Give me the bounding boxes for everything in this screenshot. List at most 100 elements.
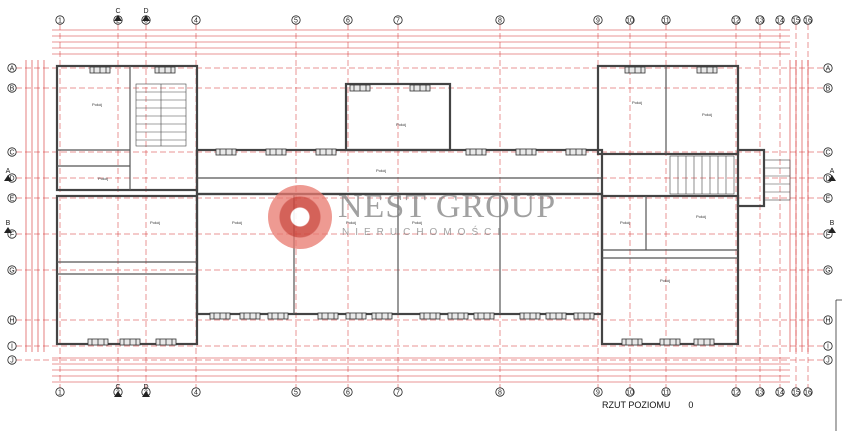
window-radiator (545, 312, 567, 320)
window-radiator (265, 148, 287, 156)
svg-text:14: 14 (776, 17, 784, 24)
row-bubble-left: J (7, 355, 17, 365)
column-axis-bubbles-top: 12345678910111213141516 (55, 15, 813, 25)
window-radiator (267, 312, 289, 320)
window-radiators (87, 66, 718, 346)
svg-text:4: 4 (194, 17, 198, 24)
window-radiator (565, 148, 587, 156)
svg-text:1: 1 (58, 17, 62, 24)
row-bubble-right: B (823, 83, 833, 93)
column-bubble-top: 13 (755, 15, 765, 25)
window-radiator (621, 338, 643, 346)
svg-text:G: G (825, 267, 830, 274)
room-label: Pokój (376, 168, 386, 173)
window-radiator (349, 84, 371, 92)
window-radiator (87, 338, 109, 346)
svg-text:A: A (830, 168, 835, 175)
svg-text:C: C (115, 384, 120, 391)
row-bubble-right: J (823, 355, 833, 365)
column-bubble-bottom: 6 (343, 387, 353, 397)
column-bubble-bottom: 5 (291, 387, 301, 397)
section-mark: B (828, 220, 836, 233)
window-radiator (465, 148, 487, 156)
row-bubble-right: C (823, 147, 833, 157)
column-bubble-bottom: 1 (55, 387, 65, 397)
window-radiator (119, 338, 141, 346)
svg-text:E: E (10, 195, 15, 202)
svg-text:12: 12 (732, 17, 740, 24)
window-radiator (239, 312, 261, 320)
svg-text:12: 12 (732, 389, 740, 396)
row-bubble-left: H (7, 315, 17, 325)
svg-text:B: B (10, 85, 15, 92)
column-bubble-top: 9 (593, 15, 603, 25)
svg-text:1: 1 (58, 389, 62, 396)
svg-text:13: 13 (756, 389, 764, 396)
column-bubble-top: 10 (625, 15, 635, 25)
room-label: Pokój (92, 102, 102, 107)
column-bubble-top: 6 (343, 15, 353, 25)
section-mark: D (142, 384, 150, 397)
title-block (835, 299, 842, 431)
svg-text:D: D (825, 175, 830, 182)
svg-text:D: D (9, 175, 14, 182)
column-bubble-bottom: 12 (731, 387, 741, 397)
window-radiator (345, 312, 367, 320)
svg-text:6: 6 (346, 17, 350, 24)
column-bubble-top: 12 (731, 15, 741, 25)
window-radiator (519, 312, 541, 320)
row-bubble-left: B (7, 83, 17, 93)
column-bubble-bottom: 8 (495, 387, 505, 397)
svg-text:D: D (143, 384, 148, 391)
row-bubble-right: G (823, 265, 833, 275)
svg-text:7: 7 (396, 389, 400, 396)
column-bubble-top: 8 (495, 15, 505, 25)
row-bubble-left: I (7, 341, 17, 351)
room-label: Pokój (346, 220, 356, 225)
svg-text:5: 5 (294, 17, 298, 24)
row-bubble-right: H (823, 315, 833, 325)
window-radiator (659, 338, 681, 346)
svg-text:14: 14 (776, 389, 784, 396)
column-bubble-bottom: 13 (755, 387, 765, 397)
window-radiator (89, 66, 111, 74)
svg-text:4: 4 (194, 389, 198, 396)
brand-logo-icon (268, 185, 332, 249)
column-bubble-top: 4 (191, 15, 201, 25)
svg-text:13: 13 (756, 17, 764, 24)
svg-text:J: J (826, 357, 830, 364)
svg-text:9: 9 (596, 17, 600, 24)
room-label: Pokój (620, 220, 630, 225)
room-label: Pokój (232, 220, 242, 225)
svg-text:15: 15 (792, 389, 800, 396)
svg-text:10: 10 (626, 17, 634, 24)
svg-text:10: 10 (626, 389, 634, 396)
section-marks: A A B B C C D D (4, 8, 836, 397)
row-bubble-left: A (7, 63, 17, 73)
room-label: Pokój (702, 112, 712, 117)
column-bubble-top: 16 (803, 15, 813, 25)
caption-level: 0 (688, 400, 694, 410)
room-label: Pokój (660, 278, 670, 283)
room-label: Pokój (396, 122, 406, 127)
svg-text:16: 16 (804, 17, 812, 24)
svg-text:H: H (9, 317, 14, 324)
svg-text:5: 5 (294, 389, 298, 396)
brand-subtitle: NIERUCHOMOŚCI (342, 227, 507, 238)
brand-name: NEST GROUP (338, 188, 557, 225)
column-bubble-bottom: 15 (791, 387, 801, 397)
column-bubble-bottom: 10 (625, 387, 635, 397)
window-radiator (624, 66, 646, 74)
window-radiator (693, 338, 715, 346)
window-radiator (209, 312, 231, 320)
row-bubble-right: E (823, 193, 833, 203)
svg-text:8: 8 (498, 17, 502, 24)
section-mark: B (4, 220, 12, 233)
window-radiator (215, 148, 237, 156)
column-bubble-top: 7 (393, 15, 403, 25)
room-label: Pokój (696, 214, 706, 219)
svg-text:15: 15 (792, 17, 800, 24)
svg-text:A: A (826, 65, 831, 72)
